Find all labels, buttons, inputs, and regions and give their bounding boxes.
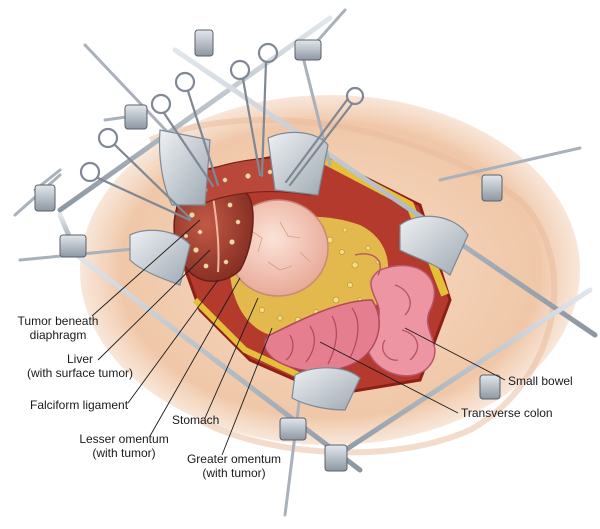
label-falciform-ligament-line1: Falciform ligament — [30, 398, 129, 412]
leader-tumor-diaphragm — [91, 219, 201, 317]
label-tumor-beneath-diaphragm-line2: diaphragm — [29, 328, 87, 342]
leader-greater-omentum — [221, 327, 273, 456]
colon-haustra — [285, 307, 359, 365]
omentum-nodules — [259, 225, 381, 324]
label-transverse-colon: Transverse colon — [461, 406, 553, 420]
label-lesser-omentum-line1: Lesser omentum — [79, 432, 169, 446]
label-stomach: Stomach — [172, 413, 219, 427]
label-small-bowel-line1: Small bowel — [508, 374, 573, 388]
label-transverse-colon-line1: Transverse colon — [461, 406, 553, 420]
label-greater-omentum: Greater omentum (with tumor) — [176, 452, 292, 480]
leader-transverse-colon — [319, 341, 459, 414]
leader-lesser-omentum — [149, 277, 241, 437]
leader-small-bowel — [404, 327, 506, 381]
label-tumor-beneath-diaphragm: Tumor beneath diaphragm — [10, 314, 106, 342]
liver-tumors — [183, 202, 241, 269]
label-lesser-omentum: Lesser omentum (with tumor) — [72, 432, 176, 460]
leader-lines — [91, 219, 506, 456]
label-small-bowel: Small bowel — [508, 374, 573, 388]
label-liver-line2: (with surface tumor) — [26, 366, 134, 380]
leader-stomach — [204, 297, 259, 419]
leader-falciform — [127, 279, 219, 404]
retractor-blades — [129, 129, 469, 411]
leader-liver — [97, 249, 211, 361]
transverse-colon — [263, 299, 380, 372]
hemostats — [79, 42, 365, 222]
label-liver: Liver (with surface tumor) — [14, 352, 146, 380]
label-tumor-beneath-diaphragm-line1: Tumor beneath — [17, 314, 99, 328]
label-liver-line1: Liver — [66, 352, 93, 366]
wound-fat-edge-lower — [192, 297, 322, 388]
small-bowel — [354, 253, 436, 377]
label-lesser-omentum-line2: (with tumor) — [92, 446, 156, 460]
label-greater-omentum-line2: (with tumor) — [202, 466, 266, 480]
label-stomach-line1: Stomach — [172, 413, 220, 427]
frame-clamps — [34, 29, 503, 472]
stomach-vessels — [249, 221, 311, 271]
label-falciform-ligament: Falciform ligament — [30, 398, 128, 412]
label-greater-omentum-line1: Greater omentum — [186, 452, 282, 466]
